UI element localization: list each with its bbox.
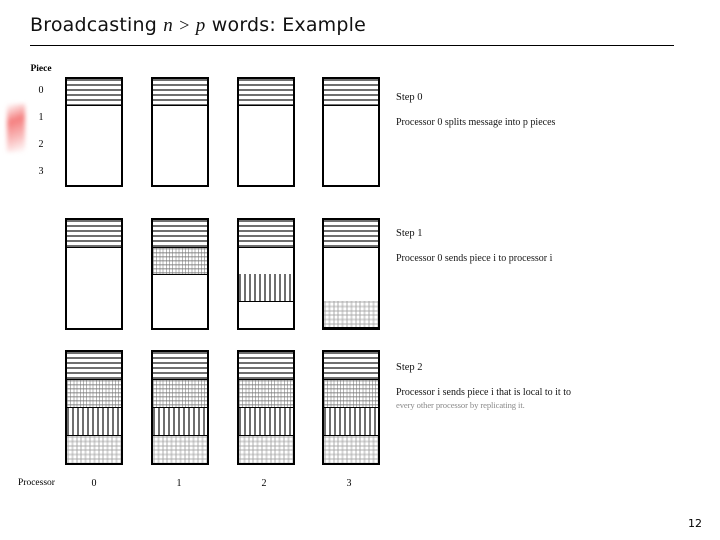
piece-2-in-processor-2-step-2 [239, 408, 293, 436]
piece-1-in-processor-1-step-1 [153, 247, 207, 275]
piece-1-in-processor-3-step-2 [324, 380, 378, 408]
empty-slot-2-in-processor-0-step-0 [67, 132, 121, 159]
processor-box-step1-proc2 [237, 218, 295, 330]
piece-3-in-processor-3-step-1 [324, 300, 378, 328]
empty-slot-1-in-processor-0-step-1 [67, 247, 121, 275]
step-0-caption-block: Step 0 Processor 0 splits message into p… [396, 92, 555, 130]
processor-box-step0-proc1 [151, 77, 209, 187]
step-1-caption-block: Step 1 Processor 0 sends piece i to proc… [396, 228, 552, 266]
step-1-description-text: Processor 0 sends piece i to processor i [396, 253, 553, 264]
processor-label-2: 2 [261, 478, 267, 489]
step-2-description-secondary: every other processor by replicating it. [396, 399, 525, 410]
processor-box-step2-proc0 [65, 350, 123, 465]
processor-box-step0-proc2 [237, 77, 295, 187]
processor-box-step1-proc1 [151, 218, 209, 330]
empty-slot-1-in-processor-2-step-1 [239, 247, 293, 274]
piece-2-in-processor-3-step-2 [324, 408, 378, 436]
empty-slot-1-in-processor-1-step-0 [153, 106, 207, 133]
piece-3-in-processor-2-step-2 [239, 436, 293, 463]
empty-slot-2-in-processor-1-step-0 [153, 132, 207, 159]
empty-slot-3-in-processor-1-step-0 [153, 158, 207, 185]
piece-0-in-processor-0-step-2 [67, 352, 121, 380]
empty-slot-1-in-processor-3-step-1 [324, 247, 378, 274]
piece-2-in-processor-2-step-1 [239, 274, 293, 302]
empty-slot-1-in-processor-0-step-0 [67, 106, 121, 133]
piece-0-in-processor-3-step-0 [324, 79, 378, 107]
piece-0-in-processor-2-step-2 [239, 352, 293, 380]
piece-label-0: 0 [38, 85, 44, 96]
piece-2-in-processor-0-step-2 [67, 408, 121, 436]
piece-0-in-processor-1-step-2 [153, 352, 207, 380]
title-variable-p: p [195, 15, 206, 36]
processor-axis-caption: Processor [18, 478, 55, 488]
title-prefix: Broadcasting [30, 14, 157, 36]
empty-slot-1-in-processor-2-step-0 [239, 106, 293, 133]
processor-box-step2-proc2 [237, 350, 295, 465]
page-title: Broadcasting n > p words: Example [30, 14, 366, 37]
piece-0-in-processor-2-step-1 [239, 220, 293, 248]
piece-axis-caption: Piece [30, 64, 52, 74]
empty-slot-1-in-processor-3-step-0 [324, 106, 378, 133]
empty-slot-3-in-processor-3-step-0 [324, 158, 378, 185]
processor-box-step2-proc1 [151, 350, 209, 465]
title-divider [30, 45, 674, 46]
processor-label-3: 3 [346, 478, 352, 489]
processor-box-step1-proc3 [322, 218, 380, 330]
empty-slot-2-in-processor-3-step-0 [324, 132, 378, 159]
title-operator-greater-than: > [179, 15, 190, 35]
step-2-description: Processor i sends piece i that is local … [396, 387, 571, 410]
piece-2-in-processor-1-step-2 [153, 408, 207, 436]
piece-0-in-processor-2-step-0 [239, 79, 293, 107]
empty-slot-2-in-processor-3-step-1 [324, 274, 378, 301]
step-1-description: Processor 0 sends piece i to processor i [396, 253, 552, 266]
step-2-title: Step 2 [396, 362, 423, 373]
title-suffix: words: Example [211, 14, 367, 36]
piece-0-in-processor-1-step-1 [153, 220, 207, 248]
processor-box-step1-proc0 [65, 218, 123, 330]
step-2-caption-block: Step 2 Processor i sends piece i that is… [396, 362, 571, 410]
piece-1-in-processor-2-step-2 [239, 380, 293, 408]
title-variable-n: n [163, 15, 173, 36]
processor-box-step0-proc3 [322, 77, 380, 187]
piece-label-3: 3 [38, 166, 44, 177]
step-0-title: Step 0 [396, 92, 423, 103]
empty-slot-3-in-processor-2-step-1 [239, 301, 293, 328]
piece-0-in-processor-0-step-0 [67, 79, 121, 107]
piece-1-in-processor-0-step-2 [67, 380, 121, 408]
piece-1-in-processor-1-step-2 [153, 380, 207, 408]
step-2-description-text: Processor i sends piece i that is local … [396, 387, 571, 398]
processor-label-0: 0 [91, 478, 97, 489]
empty-slot-2-in-processor-2-step-0 [239, 132, 293, 159]
empty-slot-3-in-processor-2-step-0 [239, 158, 293, 185]
piece-3-in-processor-3-step-2 [324, 436, 378, 463]
step-0-description-text: Processor 0 splits message into p pieces [396, 117, 556, 128]
step-1-title: Step 1 [396, 228, 423, 239]
piece-3-in-processor-1-step-2 [153, 436, 207, 463]
empty-slot-3-in-processor-0-step-0 [67, 158, 121, 185]
piece-label-2: 2 [38, 139, 44, 150]
processor-box-step0-proc0 [65, 77, 123, 187]
empty-slot-3-in-processor-0-step-1 [67, 301, 121, 328]
processor-box-step2-proc3 [322, 350, 380, 465]
piece-0-in-processor-0-step-1 [67, 220, 121, 248]
piece-0-in-processor-3-step-2 [324, 352, 378, 380]
processor-axis: Processor 0 1 2 3 [18, 478, 378, 492]
piece-0-in-processor-3-step-1 [324, 220, 378, 248]
empty-slot-2-in-processor-0-step-1 [67, 274, 121, 302]
step-0-description: Processor 0 splits message into p pieces [396, 117, 555, 130]
piece-axis: Piece 0 1 2 3 [18, 64, 64, 185]
piece-3-in-processor-0-step-2 [67, 436, 121, 463]
empty-slot-3-in-processor-1-step-1 [153, 301, 207, 328]
empty-slot-2-in-processor-1-step-1 [153, 275, 207, 302]
processor-label-1: 1 [176, 478, 182, 489]
page-number: 12 [688, 517, 702, 530]
piece-0-in-processor-1-step-0 [153, 79, 207, 107]
piece-label-1: 1 [38, 112, 44, 123]
